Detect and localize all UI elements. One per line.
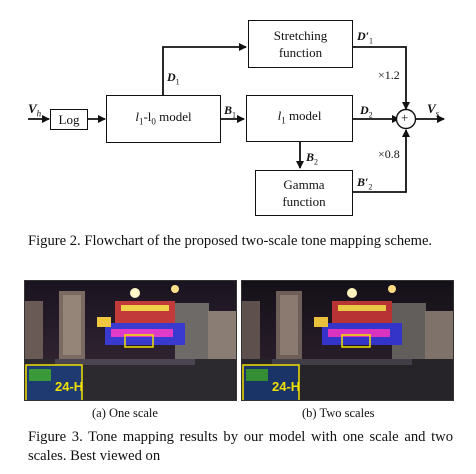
l1-l0-model-label: l1-l0 model — [135, 108, 192, 127]
subcaption-two-scales: (b) Two scales — [302, 406, 375, 420]
multiplier-1-2-label: ×1.2 — [378, 68, 400, 82]
photo-two-scales: 24-H — [241, 280, 454, 401]
b2-prime-label: B′2 — [357, 175, 373, 192]
stretching-function-box: Stretching function — [248, 20, 353, 68]
subcaption-one-scale: (a) One scale — [92, 406, 158, 420]
sum-node — [395, 108, 417, 130]
d1-prime-label: D′1 — [357, 29, 374, 46]
d1-label: D1 — [167, 70, 180, 87]
l1-model-box: l1 model — [246, 95, 353, 142]
arrow-d1 — [162, 43, 247, 95]
input-vh-label: Vh — [28, 101, 42, 119]
stretching-function-label: Stretching function — [273, 28, 328, 60]
svg-text:24-H: 24-H — [55, 379, 83, 394]
output-vs-label: Vs — [427, 101, 440, 119]
l1-model-label: l1 model — [277, 108, 322, 126]
plus-sign: + — [401, 110, 409, 125]
photo-one-scale: 24-H — [24, 280, 237, 401]
b1-label: B1 — [224, 103, 237, 120]
log-box-label: Log — [58, 112, 80, 127]
figure-3-caption: Figure 3. Tone mapping results by our mo… — [28, 429, 453, 464]
figure-2-caption: Figure 2. Flowchart of the proposed two-… — [28, 233, 433, 249]
gamma-function-label: Gamma function — [282, 177, 326, 209]
gamma-function-box: Gamma function — [255, 170, 353, 216]
d2-label: D2 — [360, 103, 373, 120]
multiplier-0-8-label: ×0.8 — [378, 147, 400, 161]
log-box: Log — [50, 109, 88, 130]
arrow-b2p — [353, 129, 410, 193]
arrow-d1p — [353, 46, 410, 110]
svg-text:24-H: 24-H — [272, 379, 300, 394]
b2-label: B2 — [306, 150, 319, 167]
l1-l0-model-box: l1-l0 model — [106, 95, 221, 143]
